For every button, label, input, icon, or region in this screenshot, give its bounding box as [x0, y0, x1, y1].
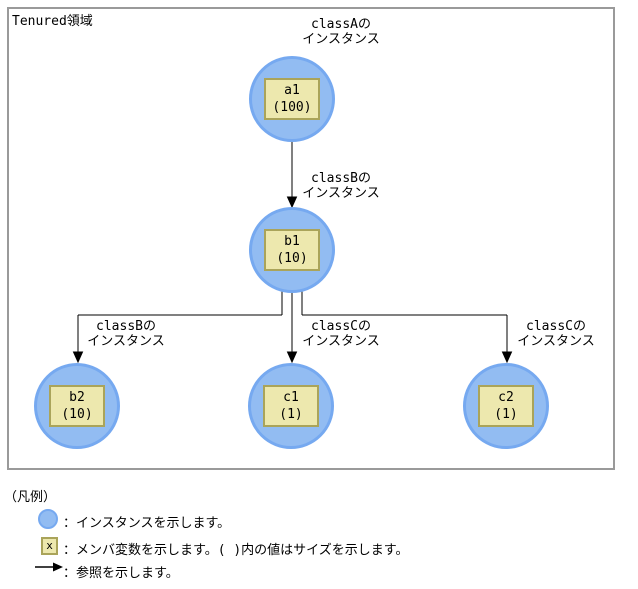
instance-label: インスタンス	[87, 334, 165, 349]
member-variable-box-a1: a1 (100)	[264, 78, 320, 120]
instance-node-b2: b2 (10)	[34, 363, 120, 449]
instance-label: インスタンス	[302, 32, 380, 47]
instance-type-label-b2: classBの インスタンス	[66, 319, 186, 349]
member-variable-box-c1: c1 (1)	[263, 385, 319, 427]
legend-item-member-variable: ：メンバ変数を示します。( )内の値はサイズを示します。	[63, 543, 409, 558]
instance-node-c1: c1 (1)	[248, 363, 334, 449]
legend: （凡例） ：インスタンスを示します。 x ：メンバ変数を示します。( )内の値は…	[0, 478, 638, 589]
member-variable-box-c2: c2 (1)	[478, 385, 534, 427]
member-variable-box-b1: b1 (10)	[264, 229, 320, 271]
instance-type-label-c1: classCの インスタンス	[281, 319, 401, 349]
arrowhead-c2	[501, 351, 513, 364]
member-size: (100)	[272, 100, 312, 115]
member-variable-box-b2: b2 (10)	[49, 385, 105, 427]
instance-type-label-b1: classBの インスタンス	[281, 171, 401, 201]
legend-item-reference: ：参照を示します。	[63, 566, 179, 581]
instance-label: インスタンス	[302, 186, 380, 201]
member-size: (1)	[494, 407, 518, 422]
class-label: classAの	[311, 17, 371, 32]
reference-arrow-icon	[35, 562, 63, 572]
member-name: c1	[283, 390, 299, 405]
member-name: a1	[284, 83, 300, 98]
tenured-region-label: Tenured領域	[12, 14, 93, 29]
instance-circle-icon	[38, 509, 58, 529]
member-name: b1	[284, 234, 300, 249]
member-size: (10)	[276, 251, 308, 266]
member-variable-box-icon: x	[41, 537, 58, 555]
class-label: classBの	[311, 171, 371, 186]
instance-node-a1: a1 (100)	[249, 56, 335, 142]
legend-item-instance: ：インスタンスを示します。	[63, 516, 231, 531]
member-size: (1)	[279, 407, 303, 422]
class-label: classCの	[526, 319, 586, 334]
class-label: classBの	[96, 319, 156, 334]
arrowhead-c1	[286, 351, 298, 364]
class-label: classCの	[311, 319, 371, 334]
member-name: c2	[498, 390, 514, 405]
arrowhead-b1	[286, 196, 298, 209]
arrowhead-b2	[72, 351, 84, 364]
member-size: (10)	[61, 407, 93, 422]
instance-label: インスタンス	[302, 334, 380, 349]
legend-title: （凡例）	[4, 490, 57, 505]
instance-type-label-c2: classCの インスタンス	[496, 319, 616, 349]
instance-node-b1: b1 (10)	[249, 207, 335, 293]
instance-label: インスタンス	[517, 334, 595, 349]
instance-type-label-a1: classAの インスタンス	[281, 17, 401, 47]
member-name: b2	[69, 390, 85, 405]
instance-node-c2: c2 (1)	[463, 363, 549, 449]
